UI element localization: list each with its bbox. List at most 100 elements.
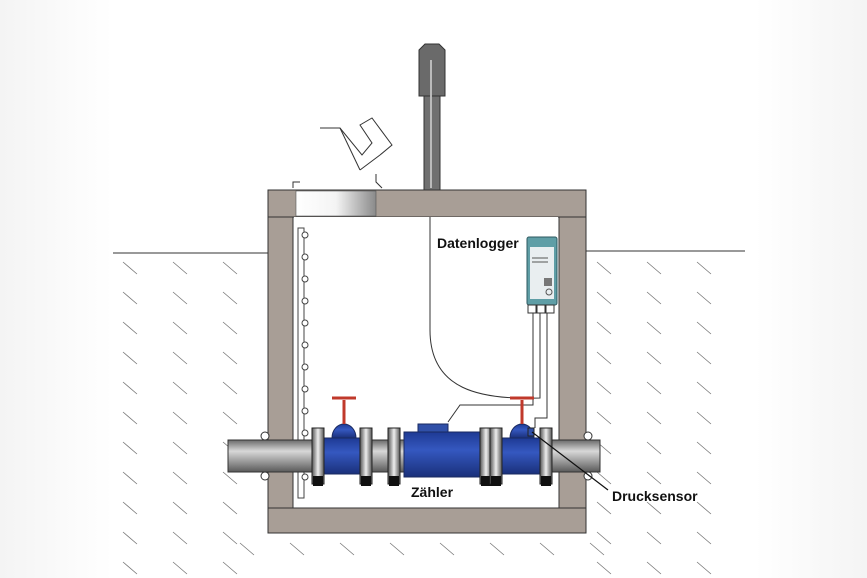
hatch-mark <box>696 501 712 515</box>
fitting-part <box>491 476 501 486</box>
hatch-mark <box>172 471 188 485</box>
ladder-rung <box>301 385 309 393</box>
hatch-mark <box>122 411 138 425</box>
ladder-rung <box>301 429 309 437</box>
hatch-mark <box>696 441 712 455</box>
hatch-mark <box>489 542 505 556</box>
ladder-rung <box>301 231 309 239</box>
hatch-mark <box>239 542 255 556</box>
fitting-part <box>527 427 535 437</box>
hatch-mark <box>222 381 238 395</box>
hatch-mark <box>696 381 712 395</box>
ladder-rung <box>301 319 309 327</box>
label-pressure-sensor: Drucksensor <box>612 488 698 504</box>
hatch-mark <box>696 561 712 575</box>
hatch-mark <box>222 531 238 545</box>
hatch-mark <box>646 441 662 455</box>
hatch-mark <box>172 351 188 365</box>
fitting-part <box>359 427 373 485</box>
hatch-mark <box>646 321 662 335</box>
hatch-mark <box>122 501 138 515</box>
hatch-mark <box>172 411 188 425</box>
hatch-mark <box>222 501 238 515</box>
hatch-mark <box>222 261 238 275</box>
fitting-part <box>321 437 367 475</box>
hatch-mark <box>646 531 662 545</box>
hatch-mark <box>596 351 612 365</box>
hatch-mark <box>172 291 188 305</box>
ground-surface <box>113 250 745 254</box>
hatch-mark <box>122 441 138 455</box>
hatch-mark <box>172 531 188 545</box>
fitting-part <box>387 427 401 485</box>
ladder-rung <box>301 363 309 371</box>
hatch-mark <box>122 531 138 545</box>
fitting-part <box>361 476 371 486</box>
hatch-mark <box>222 351 238 365</box>
hatch-mark <box>696 411 712 425</box>
hatch-mark <box>596 501 612 515</box>
ladder-rung <box>301 253 309 261</box>
hatch-mark <box>596 561 612 575</box>
hatch-mark <box>122 381 138 395</box>
hatch-mark <box>646 471 662 485</box>
hatch-mark <box>339 542 355 556</box>
hatch-mark <box>539 542 555 556</box>
hatch-mark <box>696 261 712 275</box>
antenna <box>418 43 446 191</box>
hatch-mark <box>696 321 712 335</box>
fitting-part <box>389 476 399 486</box>
concrete-shaft <box>267 189 587 534</box>
hatch-mark <box>172 501 188 515</box>
fitting-part <box>311 427 325 485</box>
hatch-mark <box>696 351 712 365</box>
hatch-mark <box>696 291 712 305</box>
hatch-mark <box>289 542 305 556</box>
hatch-mark <box>596 471 612 485</box>
hatch-lid <box>292 117 393 189</box>
hatch-mark <box>646 261 662 275</box>
hatch-mark <box>439 542 455 556</box>
hatch-mark <box>172 321 188 335</box>
ladder-rung <box>301 341 309 349</box>
ladder-rung <box>301 297 309 305</box>
fitting-part <box>403 431 485 478</box>
fitting-part <box>499 437 545 475</box>
hatch-mark <box>596 291 612 305</box>
hatch-mark <box>596 381 612 395</box>
hatch-mark <box>646 411 662 425</box>
label-datalogger: Datenlogger <box>437 235 519 251</box>
hatch-mark <box>122 321 138 335</box>
hatch-mark <box>596 321 612 335</box>
ladder-rung <box>301 407 309 415</box>
hatch-mark <box>222 561 238 575</box>
hatch-mark <box>696 531 712 545</box>
hatch-mark <box>222 321 238 335</box>
ladder-rung <box>301 275 309 283</box>
fitting-part <box>539 427 553 485</box>
datalogger-device <box>526 236 558 314</box>
pressure-sensor-leader <box>531 431 609 491</box>
ladder <box>297 227 309 499</box>
soil-hatching <box>122 261 712 575</box>
fitting-part <box>481 476 491 486</box>
hatch-mark <box>646 351 662 365</box>
hatch-mark <box>222 411 238 425</box>
hatch-mark <box>172 561 188 575</box>
hatch-mark <box>589 542 605 556</box>
label-meter: Zähler <box>411 484 454 500</box>
hatch-mark <box>122 561 138 575</box>
hatch-mark <box>172 381 188 395</box>
hatch-mark <box>122 291 138 305</box>
fitting-part <box>489 427 503 485</box>
hatch-mark <box>222 291 238 305</box>
hatch-mark <box>646 561 662 575</box>
hatch-mark <box>122 471 138 485</box>
hatch-mark <box>389 542 405 556</box>
fitting-part <box>313 476 323 486</box>
hatch-mark <box>122 261 138 275</box>
access-opening <box>295 190 377 217</box>
hatch-mark <box>172 441 188 455</box>
fittings <box>311 396 553 486</box>
